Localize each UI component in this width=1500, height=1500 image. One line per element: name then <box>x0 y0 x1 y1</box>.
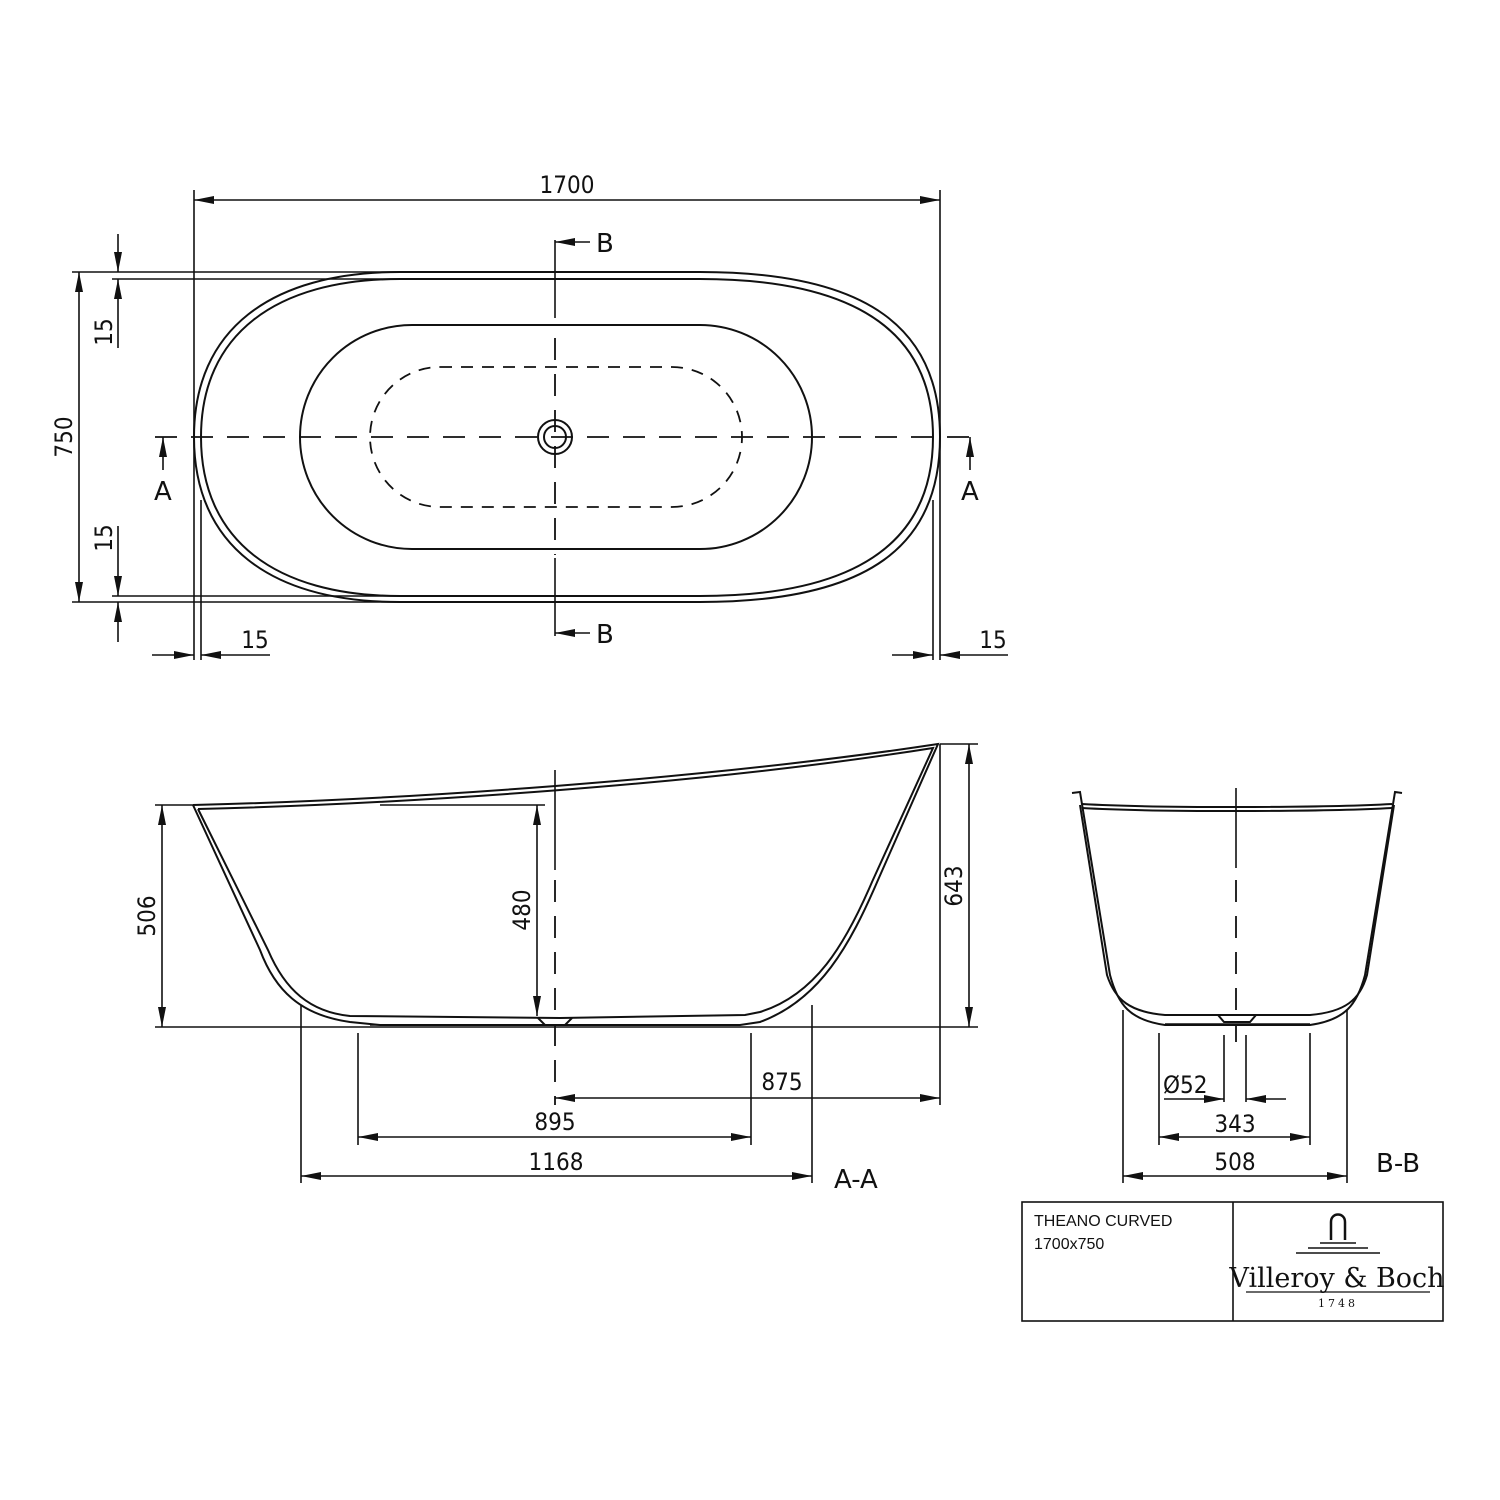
dim-overall-length: 1700 <box>540 171 595 199</box>
section-a-right-label: A <box>961 477 979 507</box>
section-aa-title: A-A <box>834 1165 878 1195</box>
dim-drain-diameter: Ø52 <box>1163 1071 1207 1099</box>
brand-name: Villeroy & Boch <box>1228 1263 1444 1294</box>
dim-left-height: 506 <box>133 895 161 936</box>
section-bb-view: Ø52 343 508 B-B <box>1071 788 1420 1183</box>
product-name: THEANO CURVED <box>1034 1213 1172 1230</box>
section-bb-drain-icon <box>1217 1014 1257 1023</box>
section-aa-outer-shell <box>192 742 940 1026</box>
section-bb-rim <box>1081 803 1393 808</box>
dim-overall-width: 750 <box>50 416 78 457</box>
plan-outer-rim <box>192 271 942 603</box>
dim-rim-bottom: 15 <box>90 524 118 551</box>
title-block: THEANO CURVED 1700x750 Villeroy & Boch 1… <box>1021 1201 1445 1322</box>
section-bb-outer-shell <box>1071 790 1403 1026</box>
faucet-arch-icon <box>1296 1213 1380 1254</box>
dim-rim-right: 15 <box>979 626 1006 654</box>
dim-inner-floor-width: 343 <box>1214 1110 1255 1138</box>
dim-inner-depth: 480 <box>508 889 536 930</box>
section-aa-drain-icon <box>537 1017 573 1026</box>
brand-year: 1748 <box>1318 1297 1358 1310</box>
dim-drain-to-end: 875 <box>761 1068 802 1096</box>
section-a-left-label: A <box>154 477 172 507</box>
dim-rim-left: 15 <box>241 626 268 654</box>
section-b-bottom-label: B <box>596 620 614 650</box>
section-aa-inner-shell <box>197 746 935 1020</box>
dim-rim-top: 15 <box>90 318 118 345</box>
section-aa-view: 506 480 643 875 895 1168 A-A <box>133 742 978 1195</box>
dim-base-length: 1168 <box>529 1148 584 1176</box>
section-bb-inner-shell <box>1079 804 1395 1016</box>
section-b-top-label: B <box>596 229 614 259</box>
dim-inner-floor-length: 895 <box>534 1108 575 1136</box>
product-size: 1700x750 <box>1034 1236 1104 1253</box>
dim-right-height: 643 <box>940 865 968 906</box>
section-bb-title: B-B <box>1376 1149 1420 1179</box>
plan-view: B B A A 1700 750 15 15 15 <box>50 171 1008 660</box>
plan-inner-rim <box>199 278 935 597</box>
section-bb-rim-inner <box>1081 807 1393 812</box>
dim-base-width: 508 <box>1214 1148 1255 1176</box>
